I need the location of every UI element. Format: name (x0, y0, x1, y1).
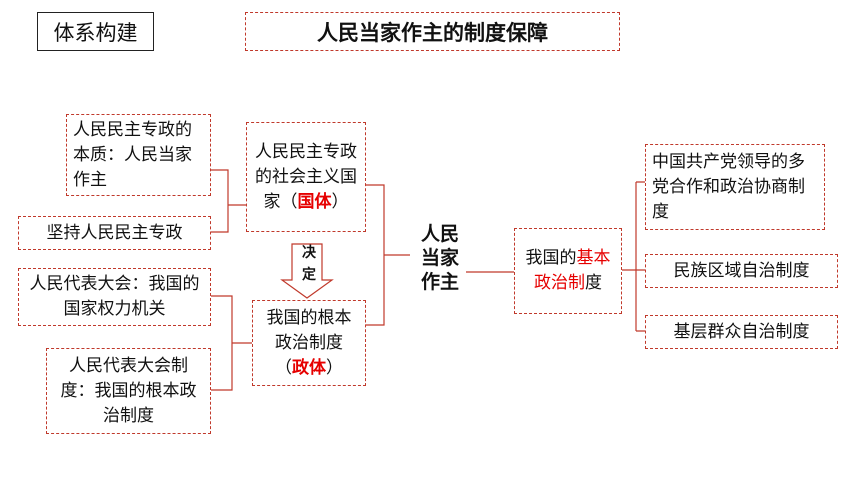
box-regime-text: 我国的根本政治制度（政体） (259, 306, 359, 381)
box-npc-power-organ: 人民代表大会：我国的国家权力机关 (18, 268, 211, 326)
center-line-3: 作主 (420, 271, 459, 293)
center-line-1: 人民 (420, 223, 459, 245)
basic-suffix: 度 (585, 273, 602, 293)
state-nature-highlight: 国体 (297, 191, 332, 212)
box-adhere-dictatorship-text: 坚持人民民主专政 (46, 222, 183, 243)
box-dictatorship-essence: 人民民主专政的本质：人民当家作主 (66, 114, 211, 196)
box-state-nature: 人民民主专政的社会主义国家（国体） (246, 122, 366, 232)
box-ethnic-autonomy-text: 民族区域自治制度 (673, 260, 810, 281)
box-regime: 我国的根本政治制度（政体） (252, 300, 366, 386)
box-npc-system-text: 人民代表大会制度：我国的根本政治制度 (60, 355, 197, 426)
state-nature-label: 人民民主专政的社会主义国家（ (255, 141, 357, 212)
box-npc-system: 人民代表大会制度：我国的根本政治制度 (46, 348, 211, 434)
brace-middle (366, 184, 410, 326)
center-node: 人民 当家 作主 (412, 222, 468, 294)
box-adhere-dictatorship: 坚持人民民主专政 (18, 216, 211, 250)
brace-right (622, 181, 645, 332)
decide-arrow (280, 243, 334, 299)
box-dictatorship-essence-text: 人民民主专政的本质：人民当家作主 (73, 119, 192, 190)
box-basic-political-system: 我国的基本政治制度 (514, 228, 622, 314)
box-cpc-cooperation: 中国共产党领导的多党合作和政治协商制度 (645, 144, 825, 230)
decide-label: 决定 (302, 245, 316, 283)
regime-highlight: 政体 (292, 357, 326, 378)
box-grassroots-autonomy-text: 基层群众自治制度 (673, 321, 810, 342)
center-line-2: 当家 (420, 247, 459, 269)
brace-bottom-left (211, 295, 252, 391)
box-cpc-cooperation-text: 中国共产党领导的多党合作和政治协商制度 (652, 151, 805, 222)
state-nature-close: ） (331, 191, 349, 212)
box-ethnic-autonomy: 民族区域自治制度 (645, 254, 838, 288)
diagram-title: 人民当家作主的制度保障 (245, 12, 620, 51)
basic-highlight: 基本政治制 (534, 248, 611, 293)
box-state-nature-text: 人民民主专政的社会主义国家（国体） (253, 140, 359, 215)
regime-close: ） (326, 357, 343, 378)
section-tag: 体系构建 (37, 12, 154, 51)
regime-label: 我国的根本政治制度（ (266, 307, 352, 378)
basic-prefix: 我国的 (525, 248, 577, 268)
brace-top-left (211, 169, 246, 233)
box-grassroots-autonomy: 基层群众自治制度 (645, 315, 838, 349)
box-basic-political-system-text: 我国的基本政治制度 (521, 246, 615, 296)
box-npc-power-organ-text: 人民代表大会：我国的国家权力机关 (29, 274, 200, 319)
